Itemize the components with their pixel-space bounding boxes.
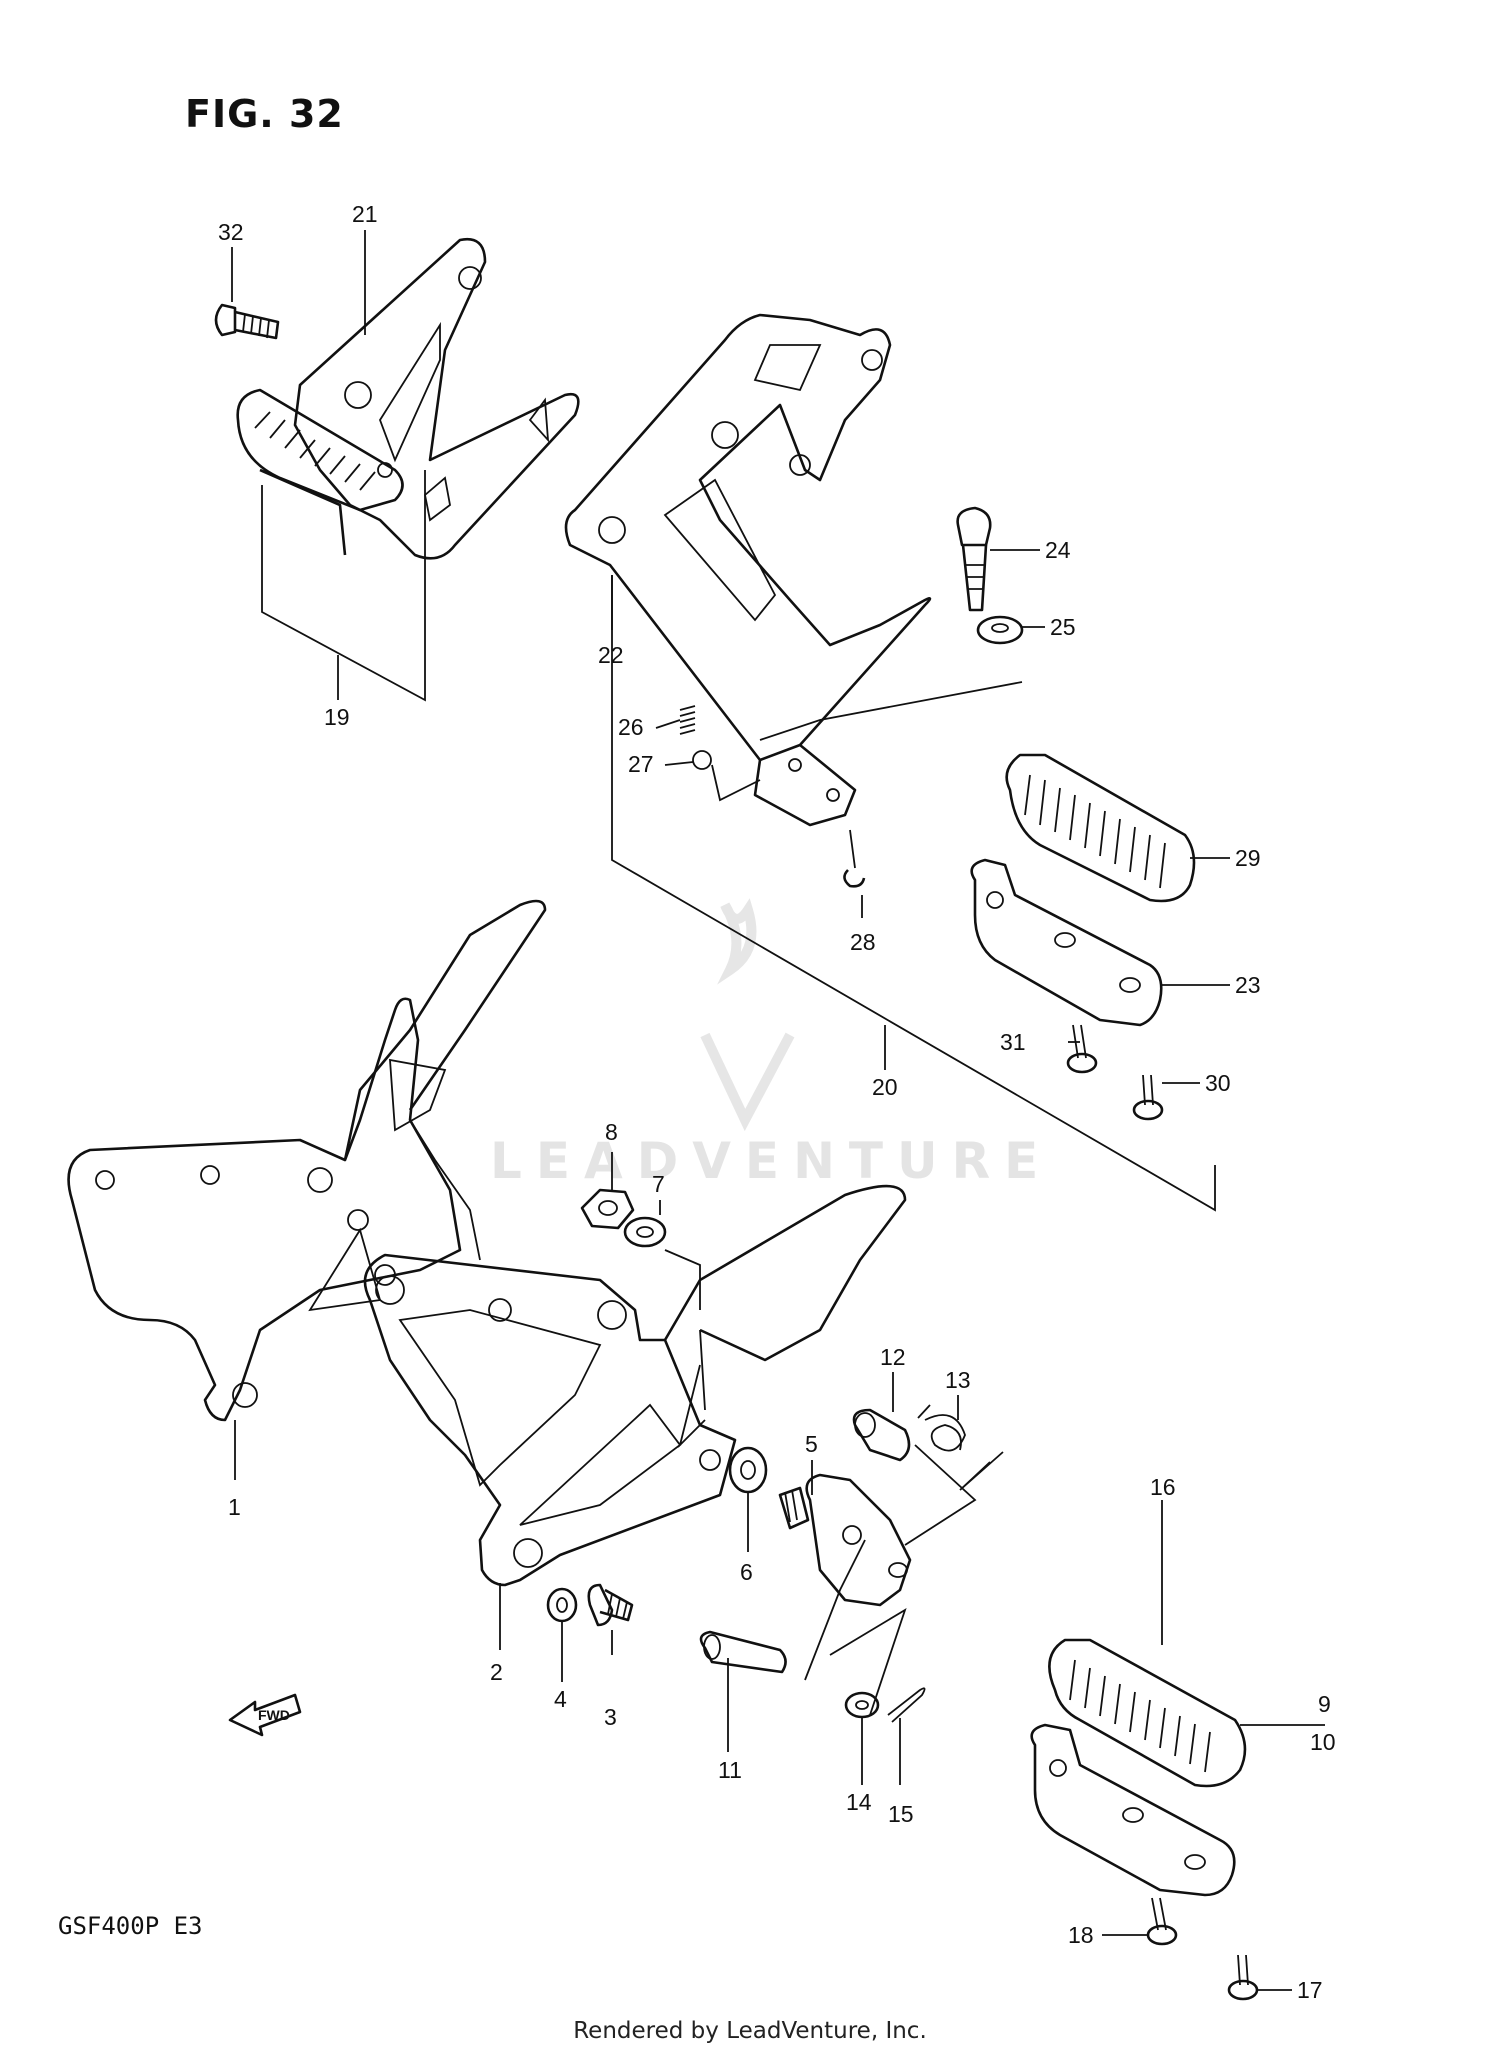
part-22-rear-bracket [564,313,932,827]
part-7-washer [623,1216,667,1248]
part-30-bolt [1132,1074,1164,1121]
label-28: 28 [850,929,876,955]
label-5: 5 [805,1431,818,1457]
part-21-rear-bracket [293,237,580,560]
label-21: 21 [352,201,378,227]
part-28-e-ring [843,869,866,888]
label-15: 15 [888,1801,914,1827]
label-6: 6 [740,1559,753,1585]
label-17: 17 [1297,1977,1323,2003]
watermark: LEADVENTURE [490,1132,1053,1190]
part-3-bolt [587,1583,634,1627]
bracket-20 [611,575,1216,1212]
label-29: 29 [1235,845,1261,871]
leader-28 [849,829,863,918]
label-27: 27 [628,751,654,777]
part-13-spring [917,1404,966,1452]
label-32: 32 [218,219,244,245]
label-26: 26 [618,714,644,740]
part-16-front-footrest-rubber [1048,1638,1247,1788]
watermark-emblem [700,898,795,1132]
fwd-label: FWD [258,1707,290,1723]
part-1-front-bracket [67,899,547,1422]
part-14-washer [844,1691,880,1719]
label-3: 3 [604,1704,617,1730]
label-2: 2 [490,1659,503,1685]
part-11-pin [699,1630,787,1674]
link-27 [711,764,761,802]
label-7: 7 [652,1171,665,1197]
label-31: 31 [1000,1029,1026,1055]
label-8: 8 [605,1119,618,1145]
bracket-19 [261,470,426,702]
part-12-collar [852,1408,911,1462]
label-19: 19 [324,704,350,730]
link-13 [904,1444,1004,1546]
part-25-washer [976,615,1024,645]
label-1: 1 [228,1494,241,1520]
label-30: 30 [1205,1070,1231,1096]
part-23-rear-footrest [970,858,1163,1027]
fwd-arrow-icon: FWD [228,1693,302,1737]
leader-26 [655,719,681,729]
part-19-rear-footrest-rubber [236,388,404,556]
model-code: GSF400P E3 [58,1912,203,1940]
label-18: 18 [1068,1922,1094,1948]
label-22: 22 [598,642,624,668]
part-17-bolt [1227,1954,1259,2001]
part-10-front-footrest [1030,1723,1236,1897]
part-9-front-footrest [805,1473,912,1607]
part-32-bolt [214,303,280,340]
part-31-bolt [1066,1024,1098,1074]
part-24-bolt [956,506,992,612]
part-5-pivot-bolt [778,1486,810,1530]
label-25: 25 [1050,614,1076,640]
label-9: 9 [1318,1691,1331,1717]
label-23: 23 [1235,972,1261,998]
link-11 [804,1539,907,1716]
part-29-rear-footrest-rubber [1005,753,1196,903]
label-14: 14 [846,1789,872,1815]
label-16: 16 [1150,1474,1176,1500]
part-27-ball [692,750,712,770]
part-26-spring [679,705,696,735]
label-20: 20 [872,1074,898,1100]
label-24: 24 [1045,537,1071,563]
leader-7 [659,1200,701,1310]
label-4: 4 [554,1686,567,1712]
part-18-bolt [1146,1897,1178,1946]
label-13: 13 [945,1367,971,1393]
figure-title: FIG. 32 [185,92,344,136]
part-15-cotter-pin [887,1687,926,1723]
part-8-nut [580,1188,635,1230]
part-2-footrest-plate [363,1184,907,1587]
label-10: 10 [1310,1729,1336,1755]
leader-27 [664,761,694,766]
part-4-washer [546,1587,578,1623]
link-25 [759,681,1023,741]
label-11: 11 [718,1757,742,1783]
credit-line: Rendered by LeadVenture, Inc. [573,2018,927,2044]
link-2 [678,1364,706,1448]
label-12: 12 [880,1344,906,1370]
part-6-washer [728,1446,768,1494]
